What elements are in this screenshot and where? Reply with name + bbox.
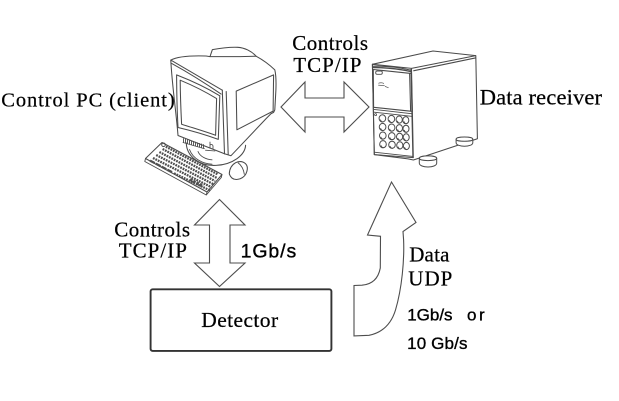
svg-text:TCP/IP: TCP/IP: [119, 239, 188, 263]
svg-text:10 Gb/s: 10 Gb/s: [407, 334, 468, 353]
svg-text:UDP: UDP: [408, 267, 453, 291]
svg-text:Data receiver: Data receiver: [480, 84, 603, 109]
svg-text:1Gb/s: 1Gb/s: [241, 240, 298, 262]
svg-text:Controls: Controls: [114, 218, 190, 242]
svg-text:or: or: [467, 306, 487, 325]
svg-text:Data: Data: [409, 243, 450, 267]
svg-text:TCP/IP: TCP/IP: [293, 53, 362, 77]
svg-text:Detector: Detector: [201, 308, 278, 332]
svg-text:Control PC (client): Control PC (client): [1, 89, 175, 111]
svg-text:1Gb/s: 1Gb/s: [407, 306, 452, 325]
svg-text:Controls: Controls: [292, 31, 368, 55]
